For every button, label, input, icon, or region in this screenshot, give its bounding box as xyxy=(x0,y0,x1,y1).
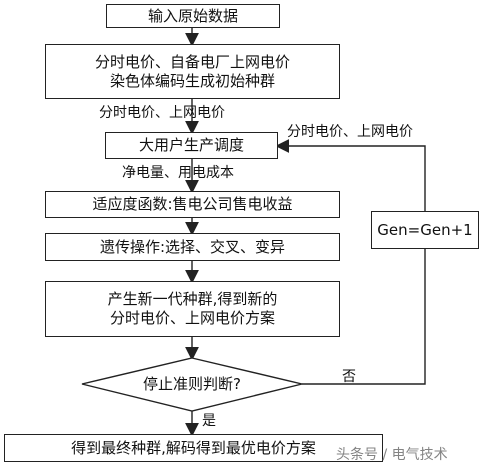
fitness-function-box: 适应度函数:售电公司售电收益 xyxy=(45,191,340,218)
init-population-box: 分时电价、自备电厂上网电价 染色体编码生成初始种群 xyxy=(45,44,340,99)
new-generation-box: 产生新一代种群,得到新的 分时电价、上网电价方案 xyxy=(45,281,340,337)
watermark-text: 头条号 / 电气技术 xyxy=(336,447,448,463)
edge-label-prices-loop: 分时电价、上网电价 xyxy=(287,124,413,140)
edge-label-no: 否 xyxy=(342,369,356,385)
decision-diamond-shape xyxy=(81,357,303,412)
input-data-box: 输入原始数据 xyxy=(106,4,280,28)
final-output-box: 得到最终种群,解码得到最优电价方案 xyxy=(4,434,383,462)
counter-box: Gen=Gen+1 xyxy=(371,211,479,249)
loop-line-no-to-counter xyxy=(302,249,426,385)
genetic-operation-box: 遗传操作:选择、交叉、变异 xyxy=(45,233,340,261)
edge-label-yes: 是 xyxy=(202,413,216,429)
decision-label: 停止准则判断? xyxy=(143,375,241,393)
edge-label-prices-down: 分时电价、上网电价 xyxy=(99,105,225,121)
dispatch-box: 大用户生产调度 xyxy=(105,132,278,159)
edge-label-energy-cost: 净电量、用电成本 xyxy=(122,165,234,181)
loop-line-counter-to-dispatch xyxy=(275,139,426,211)
